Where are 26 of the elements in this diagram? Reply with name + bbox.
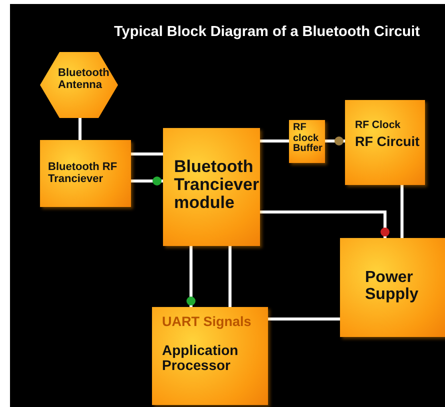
connector-line xyxy=(228,246,232,307)
block-label: RF clock Buffer xyxy=(293,123,324,154)
connector-line xyxy=(78,118,82,140)
block-label: UART Signals xyxy=(162,315,252,330)
connector-line xyxy=(186,246,196,307)
buffer-box xyxy=(289,120,325,163)
connector-line xyxy=(400,185,404,238)
connector-line xyxy=(260,140,289,142)
connector-line xyxy=(131,176,163,186)
processor-box xyxy=(152,307,268,405)
connector-line xyxy=(260,210,390,238)
block-label: Bluetooth Antenna xyxy=(58,68,110,92)
power-supply-box xyxy=(340,238,445,337)
connector-line xyxy=(268,318,340,320)
block-label: Power Supply xyxy=(365,270,420,304)
module-box xyxy=(163,128,260,246)
diagram-title: Typical Block Diagram of a Bluetooth Circuit xyxy=(114,24,420,40)
block-sublabel: RF Circuit xyxy=(355,135,421,150)
rf-circuit-box xyxy=(345,100,425,185)
block-label: Bluetooth Tranciever module xyxy=(174,158,260,212)
block-label: Bluetooth RF Tranciever xyxy=(48,162,118,186)
connector-line xyxy=(325,136,345,146)
block-sublabel: Application Processor xyxy=(162,343,240,373)
transceiver-box xyxy=(40,140,131,207)
connector-line xyxy=(131,152,163,156)
block-label: RF Clock xyxy=(355,120,402,132)
